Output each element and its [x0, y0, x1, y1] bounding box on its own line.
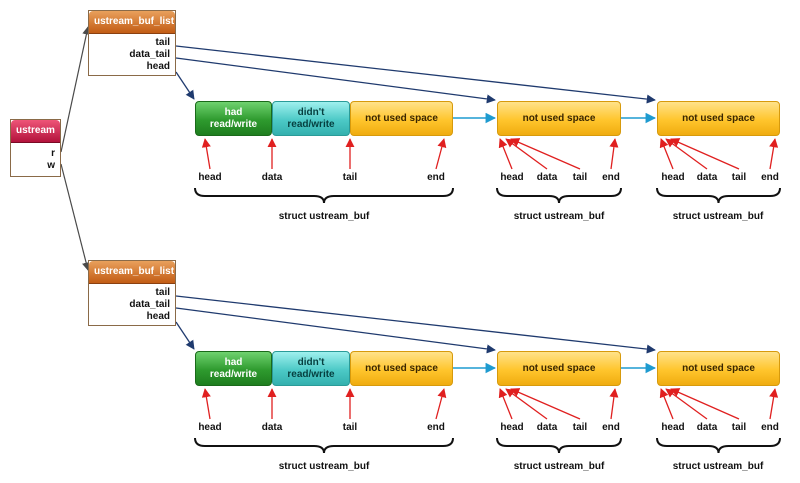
group-1-buf1-end-arrow — [435, 138, 447, 170]
group-2-ref-tail — [175, 295, 656, 354]
group-2-segment-not-used-space: not used space — [350, 351, 453, 386]
group-1-ref-data-tail — [175, 57, 496, 104]
group-2-buf3-head-label: head — [661, 422, 685, 433]
group-2-buf2-not-used-space: not used space — [497, 351, 621, 386]
group-2-buf3-not-used-space: not used space — [657, 351, 780, 386]
group-1-buf2-head-label: head — [500, 172, 524, 183]
group-1-buf2-end-arrow — [609, 138, 619, 170]
group-2-ref-head — [175, 321, 195, 350]
group-1-ref-head — [175, 71, 195, 100]
group-2-buf2-data-arrow — [505, 388, 548, 420]
ustream-field-r: r — [51, 148, 55, 159]
group-1-buf2-data-label: data — [536, 172, 558, 183]
group-1-segment-not-used-space-text-1: not used space — [365, 112, 438, 124]
group-2-segment-not-used-space-text-1: not used space — [365, 362, 438, 374]
group-1-buf2-brace — [496, 187, 622, 204]
group-2-buf2-struct-label: struct ustream_buf — [513, 461, 605, 472]
group-1-buf3-not-used-space: not used space — [657, 101, 780, 136]
group-2-segment-had-read-write-text-2: read/write — [209, 368, 258, 380]
group-2-buf3-end-label: end — [761, 422, 779, 433]
group-1-buf2-struct-label: struct ustream_buf — [513, 211, 605, 222]
group-2-buf3-head-arrow — [659, 388, 674, 420]
group-2-buf3-tail-arrow — [670, 388, 740, 420]
group-1-buf-list-field-tail: tail — [155, 37, 170, 48]
ustream-box: ustream r w — [10, 119, 61, 177]
group-1-buf3-end-label: end — [761, 172, 779, 183]
group-2-buf3-end-arrow — [769, 388, 779, 420]
group-1-buf2-end-label: end — [602, 172, 620, 183]
group-2-buf3-brace — [656, 437, 781, 454]
ustream-field-w: w — [47, 160, 55, 171]
group-2-segment-didnt-read-write-text-1: didn't — [297, 356, 325, 368]
group-1-buf1-head-arrow — [201, 138, 211, 170]
group-1-buf2-tail-label: tail — [572, 172, 588, 183]
group-1-buf3-brace — [656, 187, 781, 204]
group-1-ref-tail — [175, 45, 656, 104]
group-2-buf3-data-label: data — [696, 422, 718, 433]
group-1-buf1-brace — [194, 187, 454, 204]
group-2-buf1-end-label: end — [427, 422, 445, 433]
group-2-ref-data-tail — [175, 307, 496, 354]
group-2-buf3-tail-label: tail — [731, 422, 747, 433]
group-2-buf-list-field-head: head — [146, 311, 170, 322]
group-2-buf2-tail-arrow — [510, 388, 581, 420]
group-2-buf3-data-arrow — [665, 388, 708, 420]
group-2-buf1-brace — [194, 437, 454, 454]
group-1-segment-didnt-read-write-text-1: didn't — [297, 106, 325, 118]
group-1-buf3-data-arrow — [665, 138, 708, 170]
group-2-segment-didnt-read-write-text-2: read/write — [287, 368, 335, 380]
group-2-buf-list-field-tail: tail — [155, 287, 170, 298]
group-1-buf-list-field-data-tail: data_tail — [129, 49, 170, 60]
group-1-buf2-tail-arrow — [510, 138, 581, 170]
group-1-buf-list-field-head: head — [146, 61, 170, 72]
group-1-segment-had-read-write-text-1: had — [224, 106, 243, 118]
ustream-title: ustream — [11, 120, 60, 143]
group-2-buf2-tail-label: tail — [572, 422, 588, 433]
group-1-segment-didnt-read-write-text-2: read/write — [287, 118, 335, 130]
group-1-buf3-struct-label: struct ustream_buf — [672, 211, 764, 222]
group-1-buf3-tail-label: tail — [731, 172, 747, 183]
group-1-buf2-data-arrow — [505, 138, 548, 170]
group-2-buf1-head-label: head — [198, 422, 222, 433]
group-2-buf1-tail-label: tail — [342, 422, 358, 433]
group-1-buf3-tail-arrow — [670, 138, 740, 170]
group-1-buf2-head-arrow — [498, 138, 513, 170]
group-2-buf2-head-label: head — [500, 422, 524, 433]
group-2-buf2-data-label: data — [536, 422, 558, 433]
group-1-buf1-tail-label: tail — [342, 172, 358, 183]
group-2-segment-had-read-write-text-1: had — [224, 356, 243, 368]
group-2-buf1-end-arrow — [435, 388, 447, 420]
group-1-buf3-end-arrow — [769, 138, 779, 170]
group-1-buf3-data-label: data — [696, 172, 718, 183]
group-1-buf3-head-label: head — [661, 172, 685, 183]
group-1-buf2-not-used-space: not used space — [497, 101, 621, 136]
group-1-buf3-head-arrow — [659, 138, 674, 170]
group-2-buf2-head-arrow — [498, 388, 513, 420]
ustream-w-link — [60, 163, 91, 271]
group-2-buf1-data-label: data — [261, 422, 283, 433]
group-1-segment-had-read-write-text-2: read/write — [209, 118, 258, 130]
group-1-segment-not-used-space: not used space — [350, 101, 453, 136]
group-2-buf1-struct-label: struct ustream_buf — [278, 461, 370, 472]
group-1-buf1-struct-label: struct ustream_buf — [278, 211, 370, 222]
group-2-buf-list-field-data-tail: data_tail — [129, 299, 170, 310]
group-2-buf-list-title: ustream_buf_list — [89, 261, 175, 284]
group-1-buf-list-title: ustream_buf_list — [89, 11, 175, 34]
ustream-r-link — [60, 26, 91, 153]
group-2-buf2-brace — [496, 437, 622, 454]
group-2-buf1-head-arrow — [201, 388, 211, 420]
group-1-buf1-end-label: end — [427, 172, 445, 183]
group-2-buf2-end-label: end — [602, 422, 620, 433]
group-2-buf3-struct-label: struct ustream_buf — [672, 461, 764, 472]
group-2-buf2-end-arrow — [609, 388, 619, 420]
group-1-buf1-data-label: data — [261, 172, 283, 183]
group-1-buf1-head-label: head — [198, 172, 222, 183]
